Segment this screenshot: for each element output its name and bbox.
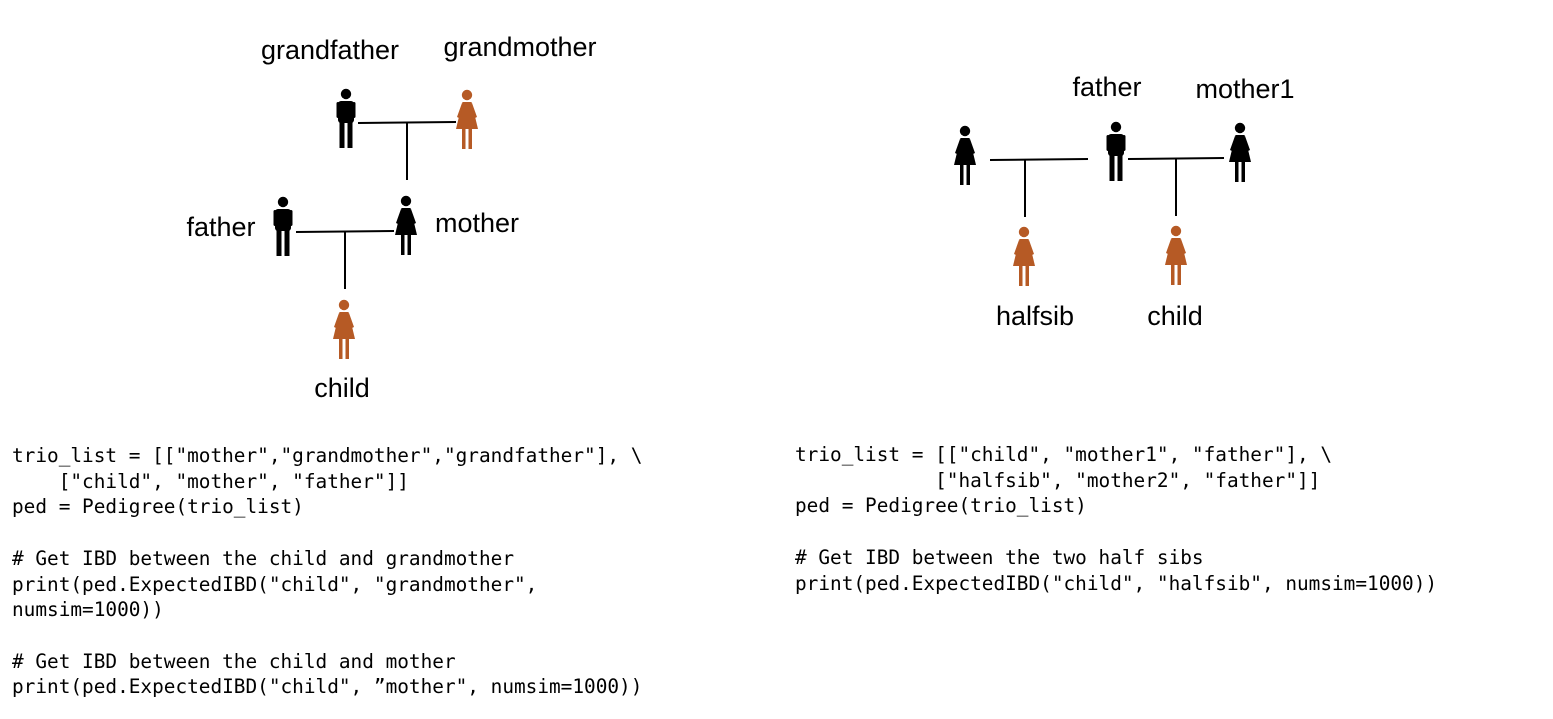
father-male-icon (273, 196, 293, 256)
child-female-icon (333, 299, 355, 359)
grandfather-male-icon (336, 88, 356, 148)
child-label: child (314, 373, 370, 403)
mother2-female-icon (954, 125, 976, 185)
left-code-snippet: trio_list = [["mother","grandmother","gr… (12, 444, 643, 699)
halfsib-label: halfsib (996, 301, 1074, 331)
father-label: father (1072, 72, 1141, 102)
parents-marriage-line (295, 230, 395, 233)
mother1-female-icon (1229, 122, 1251, 182)
left-connectors (295, 121, 457, 289)
right-connectors (989, 157, 1225, 217)
right-code-snippet: trio_list = [["child", "mother1", "fathe… (795, 443, 1438, 595)
child-female-icon (1165, 225, 1187, 285)
halfsib-parents-marriage-line (989, 158, 1089, 161)
grandmother-female-icon (456, 89, 478, 149)
mother-label: mother (435, 208, 519, 238)
right-pedigree: father mother1 halfsib child (954, 72, 1295, 331)
mother1-label: mother1 (1195, 74, 1294, 104)
father-label: father (186, 212, 255, 242)
halfsib-female-icon (1013, 226, 1035, 286)
father-male-icon (1106, 121, 1126, 181)
grandfather-label: grandfather (261, 35, 399, 65)
mother-female-icon (395, 195, 417, 255)
grandparents-marriage-line (357, 121, 457, 124)
grandmother-label: grandmother (443, 32, 596, 62)
left-pedigree: grandfather grandmother father mother ch… (186, 32, 596, 403)
child-label: child (1147, 301, 1203, 331)
child-parents-marriage-line (1127, 157, 1225, 160)
